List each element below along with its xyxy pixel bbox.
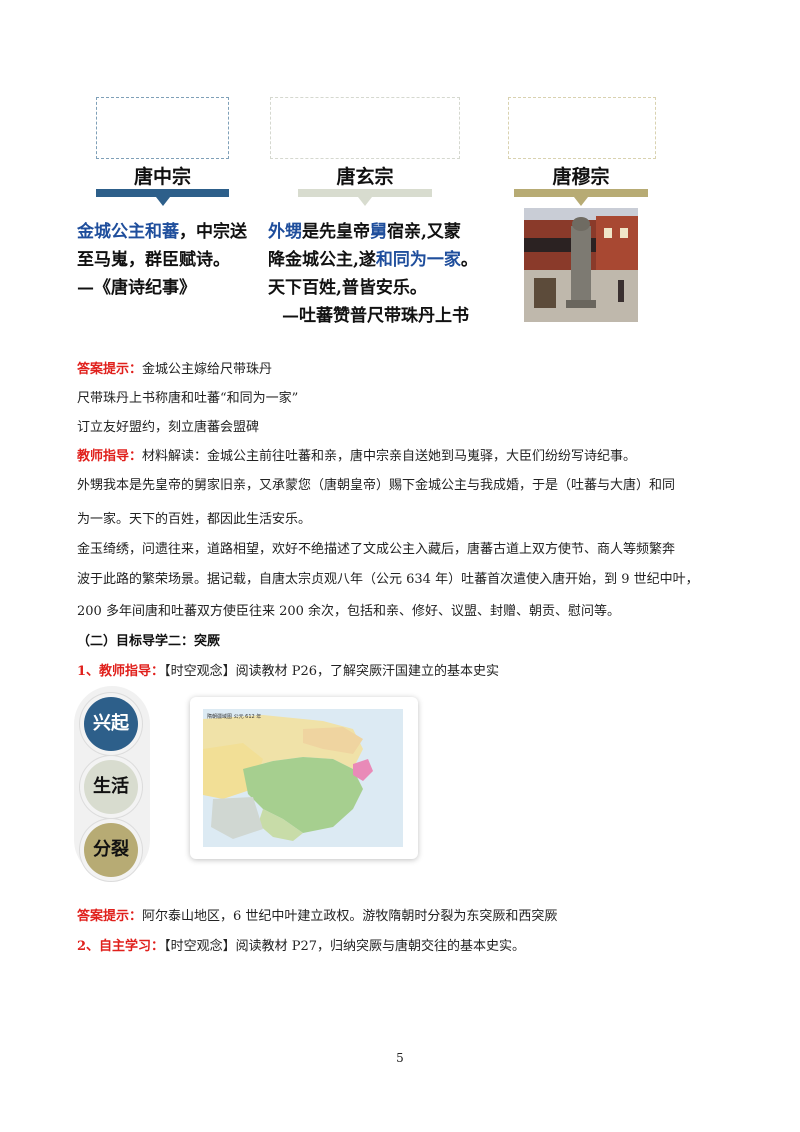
answer-line-3: 订立友好盟约，刻立唐蕃会盟碑 — [77, 420, 260, 435]
poem-text: 宿亲,又蒙 — [387, 222, 461, 242]
item-number: 2、 — [77, 939, 100, 954]
poem-line: —《唐诗纪事》 — [77, 274, 247, 302]
teacher-guidance-line-6: 200 多年间唐和吐蕃双方使臣往来 200 余次，包括和亲、修好、议盟、封赠、朝… — [77, 604, 621, 619]
answer-hint-2: 答案提示：阿尔泰山地区，6 世纪中叶建立政权。游牧隋朝时分裂为东突厥和西突厥 — [77, 905, 557, 924]
poem-tang-zhongzong: 金城公主和蕃，中宗送至马嵬，群臣赋诗。 —《唐诗纪事》 — [77, 218, 247, 302]
circle-split: 分裂 — [84, 823, 138, 877]
image-placeholder-3 — [508, 97, 656, 159]
poem-line: 外甥是先皇帝舅宿亲,又蒙 — [268, 218, 478, 246]
map-title: 隋朝疆域图 公元 612 年 — [207, 713, 261, 720]
sui-territory-map: 隋朝疆域图 公元 612 年 — [203, 709, 403, 847]
page-number: 5 — [396, 1051, 404, 1065]
section-title-tujue: （二）目标导学二：突厥 — [77, 634, 221, 649]
poem-line: 降金城公主,遂和同为一家。 — [268, 246, 478, 274]
item-text: 【时空观念】阅读教材 P27，归纳突厥与唐朝交往的基本史实。 — [164, 939, 525, 954]
alliance-stele-photo — [524, 208, 638, 322]
item-2: 2、自主学习：【时空观念】阅读教材 P27，归纳突厥与唐朝交往的基本史实。 — [77, 935, 525, 954]
poem-text: —《唐诗纪事》 — [77, 278, 196, 298]
poem-highlight: 金城公主和蕃 — [77, 222, 179, 242]
poem-text: —吐蕃赞普尺带珠丹上书 — [282, 306, 469, 326]
poem-text: 。 — [460, 250, 478, 270]
circle-life: 生活 — [84, 760, 138, 814]
answer-hint-1: 答案提示：金城公主嫁给尺带珠丹 — [77, 358, 272, 377]
teacher-guidance-line-5: 波于此路的繁荣场景。据记载，自唐太宗贞观八年（公元 634 年）吐蕃首次遣使入唐… — [77, 572, 699, 587]
banner-tang-zhongzong: 唐中宗 — [96, 166, 229, 206]
poem-line: 天下百姓,普皆安乐。 — [268, 274, 478, 302]
image-placeholder-2 — [270, 97, 460, 159]
poem-text: 降金城公主,遂 — [268, 250, 376, 270]
answer-label: 答案提示： — [77, 362, 143, 377]
teacher-guidance-line-2: 外甥我本是先皇帝的舅家旧亲，又承蒙您（唐朝皇帝）赐下金城公主与我成婚，于是（吐蕃… — [77, 478, 676, 493]
answer-line: 金城公主嫁给尺带珠丹 — [142, 362, 273, 377]
poem-text: 天下百姓,普皆安乐。 — [268, 278, 427, 298]
poem-text: 至马嵬，群臣赋诗。 — [77, 250, 230, 270]
teacher-guidance-line-1: 教师指导：材料解读：金城公主前往吐蕃和亲，唐中宗亲自送她到马嵬驿，大臣们纷纷写诗… — [77, 445, 636, 464]
teacher-guidance-line-3: 为一家。天下的百姓，都因此生活安乐。 — [77, 512, 312, 527]
item-text: 【时空观念】阅读教材 P26，了解突厥汗国建立的基本史实 — [164, 664, 499, 679]
item-label: 教师指导： — [99, 664, 165, 679]
circle-rise: 兴起 — [84, 697, 138, 751]
poem-line: 至马嵬，群臣赋诗。 — [77, 246, 247, 274]
answer-text: 阿尔泰山地区，6 世纪中叶建立政权。游牧隋朝时分裂为东突厥和西突厥 — [142, 909, 558, 924]
item-1: 1、教师指导：【时空观念】阅读教材 P26，了解突厥汗国建立的基本史实 — [77, 660, 499, 679]
poem-highlight: 外甥 — [268, 222, 302, 242]
banner-label: 唐穆宗 — [552, 166, 610, 188]
banner-label: 唐玄宗 — [336, 166, 394, 188]
poem-text: 是先皇帝 — [302, 222, 370, 242]
poem-line: 金城公主和蕃，中宗送 — [77, 218, 247, 246]
teacher-label: 教师指导： — [77, 449, 143, 464]
answer-line-2: 尺带珠丹上书称唐和吐蕃“和同为一家” — [77, 391, 299, 406]
teacher-text: 材料解读：金城公主前往吐蕃和亲，唐中宗亲自送她到马嵬驿，大臣们纷纷写诗纪事。 — [142, 449, 637, 464]
sui-map-frame: 隋朝疆域图 公元 612 年 — [190, 697, 418, 859]
answer-label: 答案提示： — [77, 909, 143, 924]
teacher-guidance-line-4: 金玉绮绣，问遗往来，道路相望，欢好不绝描述了文成公主入藏后，唐蕃古道上双方使节、… — [77, 542, 676, 557]
banner-tang-muzong: 唐穆宗 — [514, 166, 648, 206]
item-label: 自主学习： — [99, 939, 165, 954]
poem-line: —吐蕃赞普尺带珠丹上书 — [268, 302, 478, 330]
poem-text: ，中宗送 — [179, 222, 247, 242]
poem-tang-xuanzong: 外甥是先皇帝舅宿亲,又蒙降金城公主,遂和同为一家。天下百姓,普皆安乐。—吐蕃赞普… — [268, 218, 478, 330]
poem-highlight: 舅 — [370, 222, 387, 242]
poem-highlight: 和同为一家 — [375, 250, 461, 270]
image-placeholder-1 — [96, 97, 229, 159]
banner-tang-xuanzong: 唐玄宗 — [298, 166, 432, 206]
item-number: 1、 — [77, 664, 100, 679]
banner-label: 唐中宗 — [133, 166, 191, 188]
